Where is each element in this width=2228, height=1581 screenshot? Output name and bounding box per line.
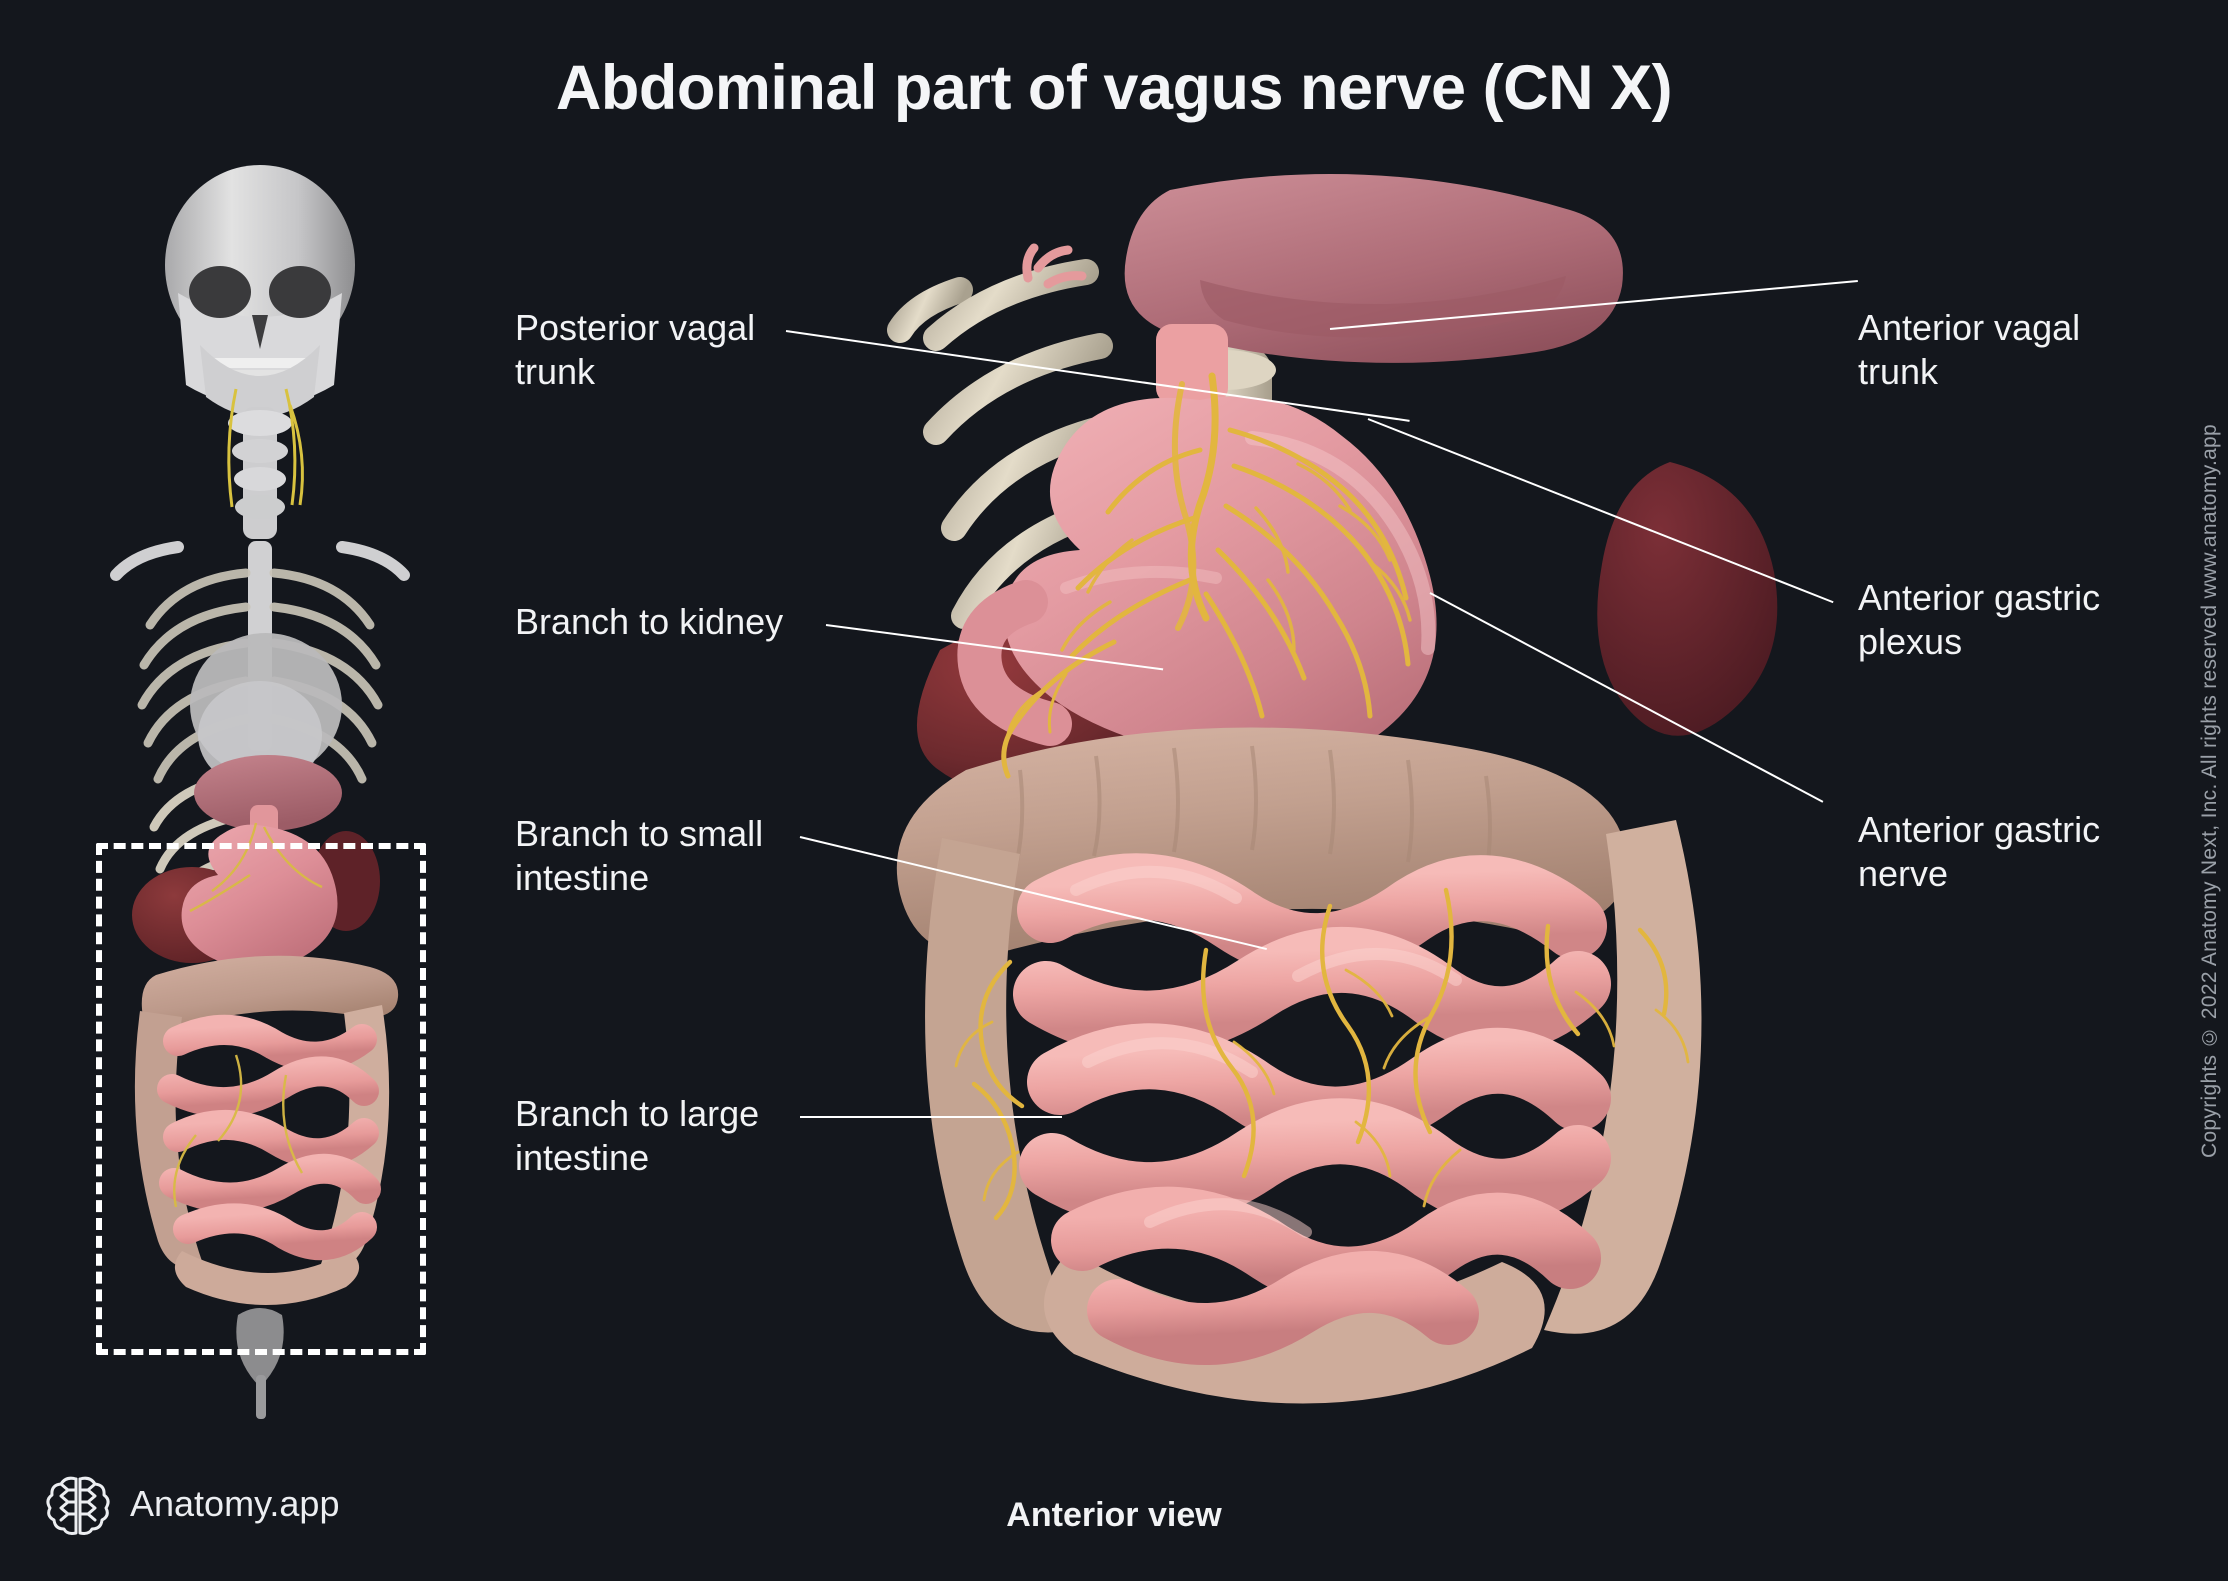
spleen [1597,462,1778,736]
label-anterior-gastric-nerve: Anterior gastric nerve [1858,809,2101,894]
thumbnail-skull [165,165,355,417]
thumbnail-abdominal-nerves [173,822,323,1208]
body-thumbnail [60,165,460,1465]
brand-name: Anatomy.app [130,1483,340,1524]
label-posterior-vagal-trunk: Posterior vagal trunk [515,307,756,392]
nerve-branch-kidney-twigs [1004,672,1068,746]
descending-colon [1544,820,1702,1334]
region-of-interest-box [96,843,426,1355]
thumbnail-pelvis [236,1308,284,1387]
copyright-notice: Copyrights © 2022 Anatomy Next, Inc. All… [2198,423,2221,1158]
thumbnail-cervical-spine [228,407,292,539]
thumbnail-small-intestine [157,1014,381,1261]
brand-logo-group: Anatomy.app [46,1472,339,1536]
label-anterior-vagal-trunk: Anterior vagal trunk [1858,307,2081,392]
brain-icon [46,1472,110,1536]
label-branch-to-kidney: Branch to kidney [515,601,784,642]
page-title: Abdominal part of vagus nerve (CN X) [555,53,1673,123]
view-caption: Anterior view [1006,1496,1222,1534]
diaphragm [1124,174,1623,363]
label-branch-to-small-intestine: Branch to small intestine [515,813,764,898]
label-anterior-gastric-plexus: Anterior gastric plexus [1858,577,2101,662]
nerve-branch-large-intestine-twigs [954,1008,1690,1202]
thumbnail-transverse-colon [141,955,399,1033]
nerve-branch-small-intestine-twigs [1232,968,1616,1208]
thumbnail-sigmoid-colon [174,1251,360,1305]
nerve-branch-small-intestine [1200,887,1581,1179]
costal-cartilage [1022,243,1087,289]
leader-branch-to-large-intestine [800,1116,1062,1118]
small-intestine [1013,853,1611,1366]
thumbnail-stomach [181,824,338,970]
thumbnail-vagus-nerve-neck [227,388,304,508]
main-anatomy-illustration [887,174,1920,1440]
vagus-nerve-network [954,372,1690,1221]
label-branch-to-large-intestine: Branch to large intestine [515,1093,760,1178]
